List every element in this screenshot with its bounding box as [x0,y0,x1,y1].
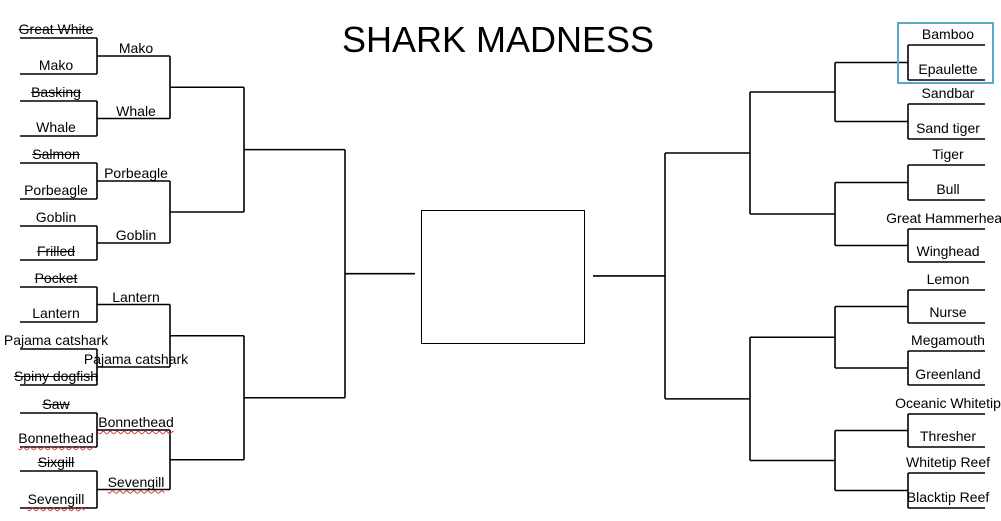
left-r2-entry[interactable]: Mako [118,40,154,56]
right-r1-entry[interactable]: Bull [936,181,960,197]
left-r2-entry[interactable]: Goblin [115,227,157,243]
right-r1-entry[interactable]: Oceanic Whitetip [895,395,1001,411]
right-r1-entry[interactable]: Megamouth [911,332,985,348]
selection-box[interactable] [897,22,994,84]
left-r2-entry[interactable]: Lantern [112,288,160,305]
left-r1-entry[interactable]: Basking [31,84,81,100]
right-r1-entry[interactable]: Blacktip Reef [906,489,990,505]
left-r1-entry[interactable]: Sevengill [27,491,85,507]
right-r1-entry[interactable]: Bamboo [921,26,975,42]
left-r2-entry[interactable]: Bonnethead [98,414,174,430]
right-r1-entry[interactable]: Epaulette [918,61,978,77]
right-r1-entry[interactable]: Sandbar [921,85,975,101]
right-r1-entry[interactable]: Lemon [926,271,970,287]
right-r1-entry[interactable]: Thresher [919,428,977,444]
left-r1-entry[interactable]: Pajama catshark [3,332,109,348]
left-r1-entry[interactable]: Whale [36,119,76,135]
right-r1-entry[interactable]: Greenland [915,366,981,382]
right-r1-entry[interactable]: Sand tiger [916,120,980,136]
left-r1-entry[interactable]: Goblin [35,209,77,225]
left-r1-entry[interactable]: Sixgill [37,454,75,470]
right-r1-entry[interactable]: Winghead [916,243,980,259]
left-r1-entry[interactable]: Frilled [36,243,76,259]
left-r1-entry[interactable]: Lantern [32,305,80,321]
left-r1-entry[interactable]: Porbeagle [24,182,88,198]
left-r2-entry[interactable]: Whale [116,102,156,119]
left-r1-entry[interactable]: Saw [42,396,70,412]
left-r1-entry[interactable]: Great White [18,21,94,37]
right-r1-entry[interactable]: Nurse [929,304,967,320]
left-r2-entry[interactable]: Sevengill [107,473,165,490]
right-r1-entry[interactable]: Great Hammerhead [886,210,1001,226]
champion-box[interactable] [421,210,585,344]
left-r1-entry[interactable]: Salmon [32,146,80,162]
left-r2-entry[interactable]: Porbeagle [104,165,168,181]
left-r2-entry[interactable]: Pajama catshark [83,351,189,367]
left-r1-entry[interactable]: Pocket [34,270,78,286]
left-r1-entry[interactable]: Mako [38,57,74,73]
page-title: SHARK MADNESS [341,19,655,60]
left-r1-entry[interactable]: Bonnethead [18,430,94,446]
right-r1-entry[interactable]: Tiger [932,146,964,162]
right-r1-entry[interactable]: Whitetip Reef [905,454,991,470]
left-r1-entry[interactable]: Spiny dogfish [13,368,99,384]
